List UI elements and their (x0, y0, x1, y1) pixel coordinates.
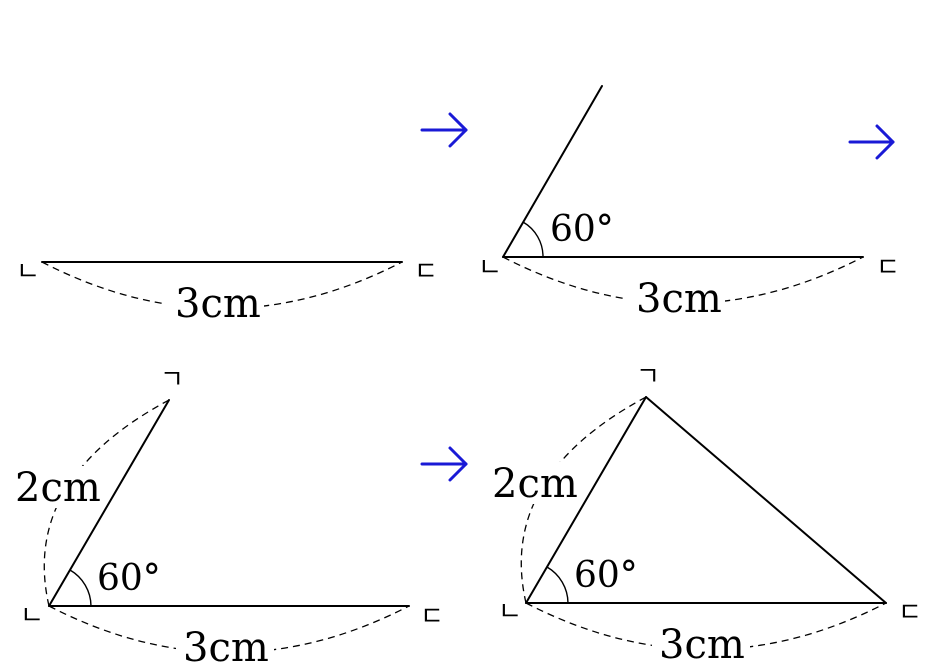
side-length-label: 2cm (15, 465, 101, 511)
point-top-label: ㄱ (160, 365, 184, 395)
angle-arc (546, 566, 569, 604)
angle-ray (502, 85, 603, 258)
side-length-label: 2cm (492, 461, 578, 507)
angle-arc (69, 569, 92, 607)
angle-arc (522, 221, 544, 258)
angle-label: 60° (97, 558, 161, 599)
side-length-arc (43, 399, 170, 607)
side-segment (48, 399, 170, 607)
point-right-label: ㄷ (414, 257, 438, 287)
point-right-label: ㄷ (420, 602, 444, 632)
closing-segment (645, 396, 887, 604)
base-length-label: 3cm (175, 281, 261, 327)
point-right-label: ㄷ (898, 598, 922, 628)
step-1-panel: 3cm ㄴ ㄷ (16, 257, 438, 327)
base-length-label: 3cm (636, 276, 722, 322)
right-arrow-icon (420, 446, 468, 482)
base-length-label: 3cm (183, 625, 269, 667)
side-segment (525, 396, 647, 604)
step-2-panel: 60° 3cm ㄴ ㄷ (478, 85, 900, 322)
label-backdrop (627, 275, 725, 319)
right-arrow-icon (848, 124, 895, 160)
point-left-label: ㄴ (478, 253, 502, 283)
step-3-panel: 60° 2cm 3cm ㄱ ㄴ ㄷ (12, 365, 444, 667)
base-length-arc (41, 261, 403, 310)
point-top-label: ㄱ (636, 362, 660, 392)
point-left-label: ㄴ (20, 601, 44, 631)
base-length-arc (48, 605, 410, 654)
angle-label: 60° (550, 209, 614, 250)
step-4-panel: 60° 2cm 3cm ㄱ ㄴ ㄷ (489, 362, 922, 667)
base-length-arc (525, 602, 887, 651)
base-length-label: 3cm (659, 622, 745, 667)
label-backdrop (166, 280, 264, 324)
base-length-arc (502, 256, 864, 305)
point-right-label: ㄷ (876, 253, 900, 283)
point-left-label: ㄴ (16, 257, 40, 287)
angle-label: 60° (574, 555, 638, 596)
side-length-arc (520, 396, 647, 604)
point-left-label: ㄴ (498, 597, 522, 627)
right-arrow-icon (420, 112, 468, 148)
label-backdrop (12, 466, 104, 508)
label-backdrop (176, 624, 274, 667)
label-backdrop (652, 621, 750, 664)
label-backdrop (489, 462, 581, 504)
